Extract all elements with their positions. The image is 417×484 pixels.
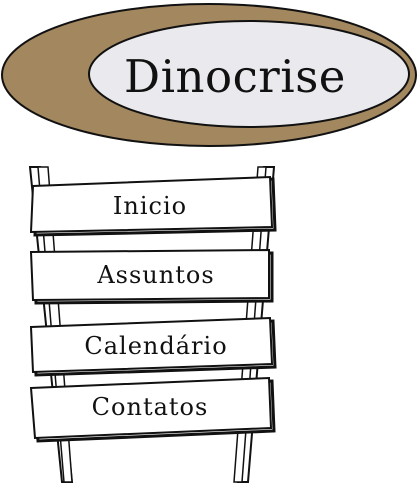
nav-item-assuntos[interactable]: Assuntos bbox=[36, 252, 276, 298]
signpost-nav: Inicio Assuntos Calendário Contatos bbox=[0, 155, 417, 484]
nav-item-contatos[interactable]: Contatos bbox=[30, 383, 270, 431]
site-title: Dinocrise bbox=[124, 49, 346, 103]
nav-item-label: Assuntos bbox=[97, 261, 215, 289]
nav-item-inicio[interactable]: Inicio bbox=[40, 183, 260, 229]
nav-item-label: Inicio bbox=[112, 192, 188, 220]
site-logo: Dinocrise bbox=[0, 0, 417, 150]
signpost-frame bbox=[28, 166, 277, 483]
nav-item-label: Calendário bbox=[84, 332, 228, 360]
logo-ellipse-graphic bbox=[1, 3, 417, 147]
nav-item-calendario[interactable]: Calendário bbox=[36, 323, 276, 369]
nav-item-label: Contatos bbox=[91, 393, 209, 421]
